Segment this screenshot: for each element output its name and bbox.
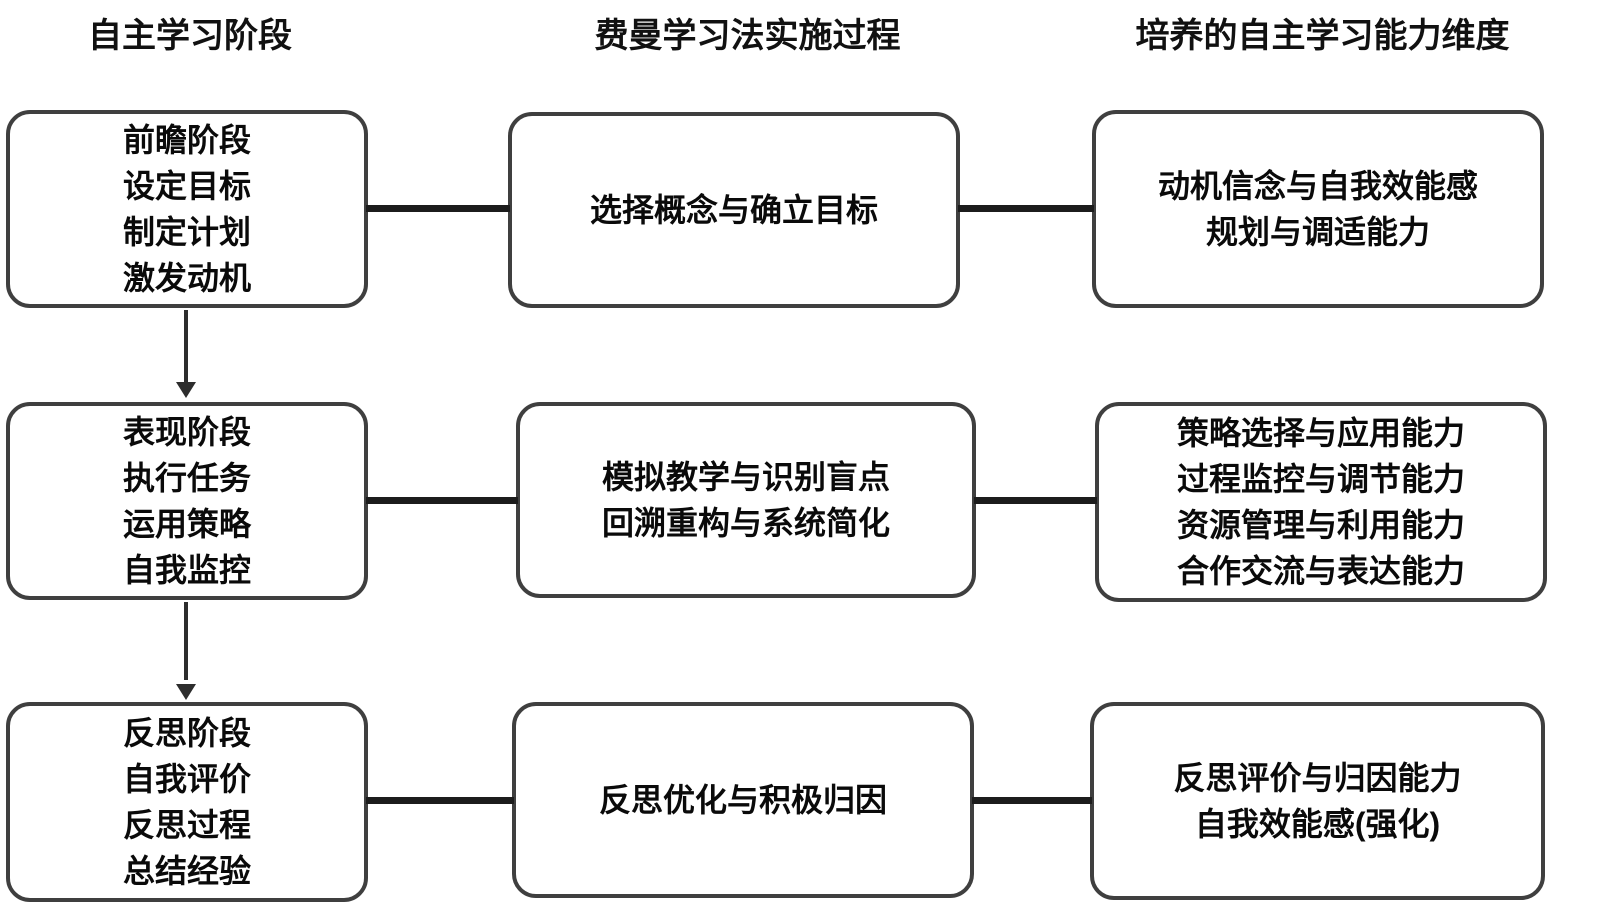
box-text-line: 执行任务 — [122, 460, 251, 496]
box-text-line: 资源管理与利用能力 — [1176, 507, 1465, 543]
box-reflection-abilities: 反思评价与归因能力 自我效能感(强化) — [1090, 702, 1545, 900]
box-text-line: 策略选择与应用能力 — [1176, 415, 1465, 451]
box-text-line: 过程监控与调节能力 — [1176, 461, 1465, 497]
box-text-line: 自我监控 — [122, 552, 251, 588]
arrow-stage1-to-stage2-line — [184, 310, 188, 382]
box-text-line: 前瞻阶段 — [122, 122, 251, 158]
box-text-line: 自我效能感(强化) — [1194, 806, 1441, 842]
box-text-line: 动机信念与自我效能感 — [1157, 168, 1478, 204]
box-text-line: 反思阶段 — [122, 715, 251, 751]
box-text-line: 激发动机 — [122, 260, 251, 296]
connector-row3-left — [366, 797, 514, 804]
box-text-line: 规划与调适能力 — [1205, 214, 1430, 250]
box-select-concept-goal: 选择概念与确立目标 — [508, 112, 960, 308]
box-simulated-teaching: 模拟教学与识别盲点 回溯重构与系统简化 — [516, 402, 976, 598]
box-reflection-stage: 反思阶段 自我评价 反思过程 总结经验 — [6, 702, 368, 902]
box-text-line: 反思评价与归因能力 — [1173, 760, 1462, 796]
box-text-line: 反思优化与积极归因 — [598, 782, 887, 818]
box-text-line: 总结经验 — [122, 853, 251, 889]
box-text-line: 合作交流与表达能力 — [1176, 553, 1465, 589]
column-header-abilities: 培养的自主学习能力维度 — [1135, 17, 1510, 55]
arrow-stage1-to-stage2-head-icon — [176, 382, 196, 398]
column-header-process: 费曼学习法实施过程 — [594, 17, 901, 55]
box-motivation-ability: 动机信念与自我效能感 规划与调适能力 — [1092, 110, 1544, 308]
box-reflective-optimization: 反思优化与积极归因 — [512, 702, 974, 898]
box-text-line: 回溯重构与系统简化 — [601, 505, 890, 541]
box-text-line: 模拟教学与识别盲点 — [601, 459, 890, 495]
arrow-stage2-to-stage3-line — [184, 602, 188, 680]
box-performance-stage: 表现阶段 执行任务 运用策略 自我监控 — [6, 402, 368, 600]
box-text-line: 制定计划 — [122, 214, 251, 250]
arrow-stage2-to-stage3-head-icon — [176, 684, 196, 700]
box-text-line: 反思过程 — [122, 807, 251, 843]
box-text-line: 表现阶段 — [122, 414, 251, 450]
box-text-line: 设定目标 — [122, 168, 251, 204]
box-text-line: 选择概念与确立目标 — [589, 192, 878, 228]
box-forethought-stage: 前瞻阶段 设定目标 制定计划 激发动机 — [6, 110, 368, 308]
box-strategy-abilities: 策略选择与应用能力 过程监控与调节能力 资源管理与利用能力 合作交流与表达能力 — [1095, 402, 1547, 602]
connector-row1-right — [958, 205, 1094, 212]
connector-row2-right — [974, 497, 1097, 504]
connector-row2-left — [366, 497, 518, 504]
box-text-line: 运用策略 — [122, 506, 251, 542]
connector-row3-right — [972, 797, 1092, 804]
column-header-stages: 自主学习阶段 — [88, 17, 292, 55]
box-text-line: 自我评价 — [122, 761, 251, 797]
connector-row1-left — [366, 205, 510, 212]
